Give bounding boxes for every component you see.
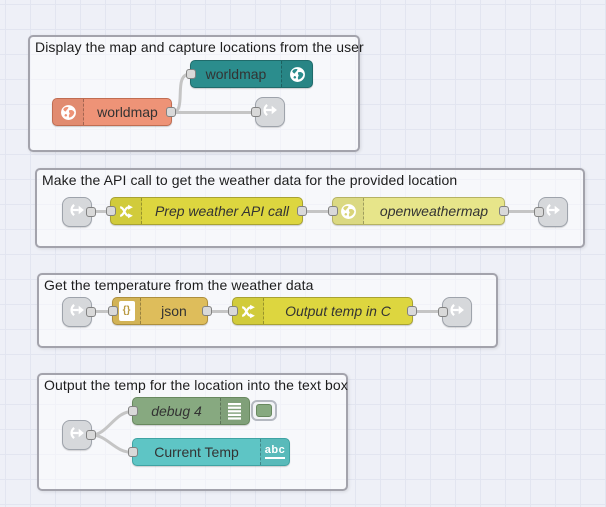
node-worldmap-input[interactable]: worldmap bbox=[52, 98, 176, 126]
node-current-temp[interactable]: Current Temp abc bbox=[128, 438, 290, 466]
output-port[interactable] bbox=[86, 430, 96, 440]
node-link-out[interactable] bbox=[438, 297, 472, 327]
node-link-out[interactable] bbox=[534, 197, 568, 227]
globe-icon bbox=[53, 99, 84, 125]
node-link-in[interactable] bbox=[62, 420, 96, 450]
link-arrow-icon bbox=[261, 101, 279, 124]
node-debug[interactable]: debug 4 bbox=[128, 397, 250, 425]
node-openweathermap[interactable]: openweathermap bbox=[328, 197, 509, 225]
node-label: worldmap bbox=[205, 66, 267, 82]
node-label: Current Temp bbox=[154, 444, 239, 460]
group-display-map[interactable]: Display the map and capture locations fr… bbox=[28, 35, 364, 152]
input-port[interactable] bbox=[128, 406, 138, 416]
link-arrow-icon bbox=[448, 301, 466, 324]
input-port[interactable] bbox=[251, 107, 261, 117]
node-link-in[interactable] bbox=[62, 197, 96, 227]
function-shuffle-icon bbox=[111, 198, 142, 224]
group-output[interactable]: Output the temp for the location into th… bbox=[37, 373, 348, 491]
node-worldmap-output[interactable]: worldmap bbox=[186, 60, 313, 88]
node-link-in[interactable] bbox=[62, 297, 96, 327]
node-label: Output temp in C bbox=[285, 303, 391, 319]
debug-toggle-indicator bbox=[256, 404, 272, 417]
input-port[interactable] bbox=[534, 207, 544, 217]
group-title: Display the map and capture locations fr… bbox=[35, 39, 364, 55]
node-label: debug 4 bbox=[151, 403, 202, 419]
link-arrow-icon bbox=[68, 301, 86, 324]
output-port[interactable] bbox=[86, 307, 96, 317]
input-port[interactable] bbox=[228, 306, 238, 316]
node-label: json bbox=[161, 303, 187, 319]
output-port[interactable] bbox=[202, 306, 212, 316]
json-braces: {} bbox=[118, 301, 135, 321]
node-json[interactable]: {} json bbox=[108, 297, 212, 325]
globe-icon bbox=[281, 61, 312, 87]
group-title: Get the temperature from the weather dat… bbox=[44, 277, 314, 293]
input-port[interactable] bbox=[128, 447, 138, 457]
node-label: Prep weather API call bbox=[154, 203, 290, 219]
json-page-icon: {} bbox=[113, 298, 141, 324]
output-port[interactable] bbox=[86, 207, 96, 217]
input-port[interactable] bbox=[186, 69, 196, 79]
abc-text: abc bbox=[264, 445, 286, 459]
output-port[interactable] bbox=[499, 206, 509, 216]
node-label: worldmap bbox=[97, 104, 158, 120]
output-port[interactable] bbox=[166, 107, 176, 117]
input-port[interactable] bbox=[438, 307, 448, 317]
text-abc-icon: abc bbox=[260, 439, 289, 465]
node-function-output-temp[interactable]: Output temp in C bbox=[228, 297, 417, 325]
globe-icon bbox=[333, 198, 364, 224]
debug-toggle-button[interactable] bbox=[251, 400, 277, 421]
link-arrow-icon bbox=[68, 201, 86, 224]
group-title: Make the API call to get the weather dat… bbox=[42, 172, 458, 188]
function-shuffle-icon bbox=[233, 298, 264, 324]
debug-lines-icon bbox=[220, 398, 249, 424]
node-label: openweathermap bbox=[379, 203, 489, 219]
node-function-prep-weather[interactable]: Prep weather API call bbox=[106, 197, 307, 225]
group-title: Output the temp for the location into th… bbox=[44, 377, 348, 393]
input-port[interactable] bbox=[328, 206, 338, 216]
link-arrow-icon bbox=[544, 201, 562, 224]
output-port[interactable] bbox=[407, 306, 417, 316]
input-port[interactable] bbox=[106, 206, 116, 216]
node-link-out[interactable] bbox=[251, 97, 285, 127]
link-arrow-icon bbox=[68, 424, 86, 447]
input-port[interactable] bbox=[108, 306, 118, 316]
output-port[interactable] bbox=[297, 206, 307, 216]
